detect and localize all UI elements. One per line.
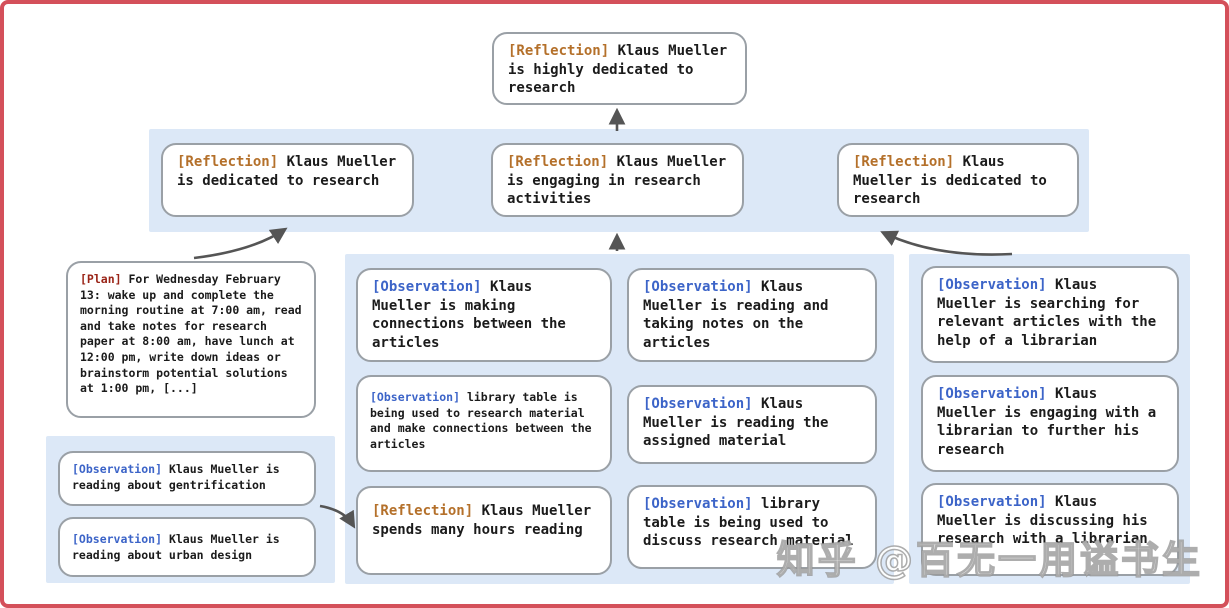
node-text: Klaus Mueller is reading the assigned ma… bbox=[643, 396, 829, 449]
observation-node-gentrification: [Observation] Klaus Mueller is reading a… bbox=[58, 451, 316, 506]
observation-tag: [Observation] bbox=[72, 532, 163, 546]
observation-node-taking-notes: [Observation] Klaus Mueller is reading a… bbox=[627, 268, 877, 362]
observation-node-urban-design: [Observation] Klaus Mueller is reading a… bbox=[58, 517, 316, 577]
reflection-node-left: [Reflection] Klaus Mueller is dedicated … bbox=[161, 143, 414, 217]
node-text: Klaus Mueller is engaging with a librari… bbox=[937, 386, 1157, 458]
observation-tag: [Observation] bbox=[643, 279, 753, 295]
observation-node-assigned-material: [Observation] Klaus Mueller is reading t… bbox=[627, 385, 877, 464]
observation-tag: [Observation] bbox=[643, 396, 753, 412]
node-text: Klaus Mueller is discussing his research… bbox=[937, 494, 1148, 547]
observation-node-searching-articles: [Observation] Klaus Mueller is searching… bbox=[921, 266, 1179, 363]
observation-tag: [Observation] bbox=[937, 277, 1047, 293]
reflection-node-middle: [Reflection] Klaus Mueller is engaging i… bbox=[491, 143, 744, 217]
node-text: Klaus Mueller is making connections betw… bbox=[372, 279, 566, 351]
observation-tag: [Observation] bbox=[372, 279, 482, 295]
root-reflection-node: [Reflection] Klaus Mueller is highly ded… bbox=[492, 32, 747, 105]
node-text: Klaus Mueller is dedicated to research bbox=[853, 154, 1047, 207]
node-text: Klaus Mueller is engaging in research ac… bbox=[507, 154, 727, 207]
observation-node-engaging-librarian: [Observation] Klaus Mueller is engaging … bbox=[921, 375, 1179, 472]
zhihu-watermark: 知乎 @百无一用谥书生 bbox=[776, 537, 1203, 583]
plan-node: [Plan] For Wednesday February 13: wake u… bbox=[66, 261, 316, 418]
node-text: library table is being used to discuss r… bbox=[643, 496, 854, 549]
reflection-tag: [Reflection] bbox=[372, 503, 474, 519]
reflection-tag: [Reflection] bbox=[177, 154, 279, 170]
node-text: Klaus Mueller is highly dedicated to res… bbox=[508, 43, 728, 96]
observation-tag: [Observation] bbox=[937, 386, 1047, 402]
node-text: For Wednesday February 13: wake up and c… bbox=[80, 272, 302, 396]
node-text: Klaus Mueller is reading about urban des… bbox=[72, 532, 280, 562]
node-text: Klaus Mueller is reading and taking note… bbox=[643, 279, 829, 351]
reflection-node-hours-reading: [Reflection] Klaus Mueller spends many h… bbox=[356, 486, 612, 575]
arrow-right-band-to-right-reflection bbox=[880, 230, 1013, 256]
observation-tag: [Observation] bbox=[370, 390, 461, 404]
arrow-plan-to-left-reflection bbox=[193, 227, 288, 260]
node-text: Klaus Mueller is searching for relevant … bbox=[937, 277, 1157, 349]
plan-tag: [Plan] bbox=[80, 272, 122, 286]
reflection-tag: [Reflection] bbox=[508, 43, 610, 59]
node-text: Klaus Mueller spends many hours reading bbox=[372, 503, 592, 538]
observation-node-library-table-research: [Observation] library table is being use… bbox=[356, 375, 612, 472]
observation-tag: [Observation] bbox=[937, 494, 1047, 510]
observation-node-connections: [Observation] Klaus Mueller is making co… bbox=[356, 268, 612, 362]
observation-tag: [Observation] bbox=[643, 496, 753, 512]
reflection-node-right: [Reflection] Klaus Mueller is dedicated … bbox=[837, 143, 1079, 217]
reflection-tag: [Reflection] bbox=[507, 154, 609, 170]
observation-node-discussing-research: [Observation] Klaus Mueller is discussin… bbox=[921, 483, 1179, 576]
node-text: Klaus Mueller is reading about gentrific… bbox=[72, 462, 280, 492]
observation-tag: [Observation] bbox=[72, 462, 163, 476]
observation-node-library-table-discuss: [Observation] library table is being use… bbox=[627, 485, 877, 569]
node-text: Klaus Mueller is dedicated to research bbox=[177, 154, 397, 189]
reflection-tag: [Reflection] bbox=[853, 154, 955, 170]
node-text: library table is being used to research … bbox=[370, 390, 592, 451]
